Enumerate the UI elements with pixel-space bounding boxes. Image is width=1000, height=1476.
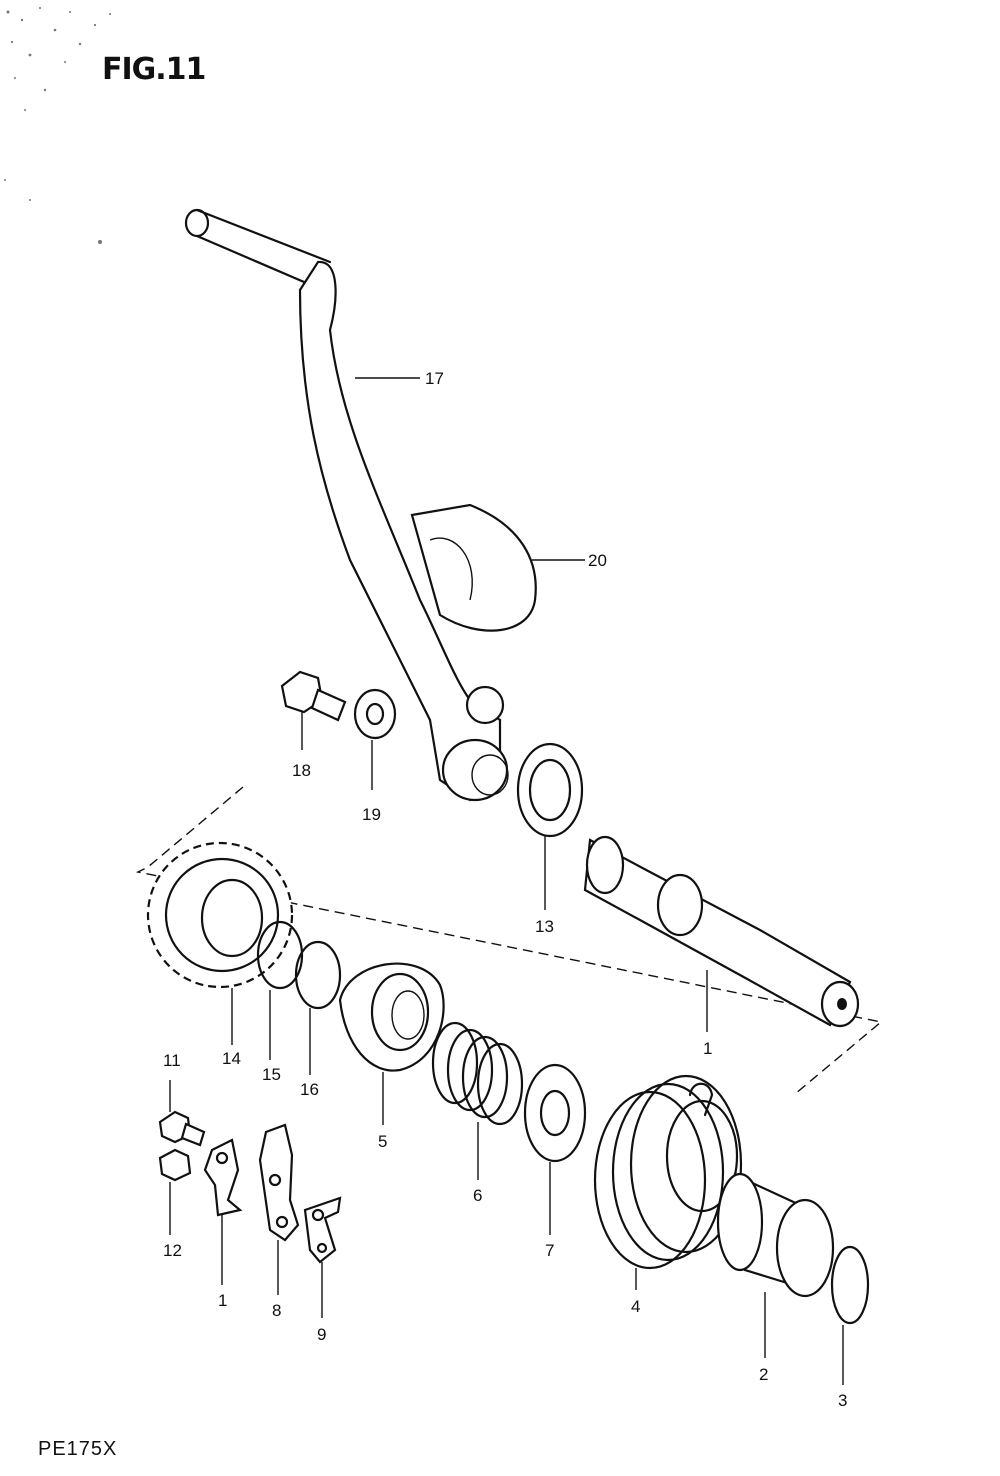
callout-14: 14 <box>222 1049 241 1068</box>
callout-8: 8 <box>272 1301 282 1320</box>
callout-19: 19 <box>362 805 381 824</box>
circlips-15-16 <box>256 920 342 1010</box>
kick-starter-shaft <box>583 835 860 1028</box>
oil-seal-13 <box>516 742 584 838</box>
callout-12: 12 <box>163 1241 182 1260</box>
ratchet-5 <box>338 962 445 1072</box>
washer-7 <box>523 1063 587 1163</box>
ratchet-spring-6 <box>431 1021 524 1126</box>
callout-13: 13 <box>535 917 554 936</box>
scan-noise <box>4 7 111 244</box>
lever-boot <box>410 503 537 632</box>
callout-11: 11 <box>163 1051 181 1070</box>
circlip-3 <box>830 1245 870 1325</box>
guide-plate-8 <box>258 1123 300 1242</box>
washer-19 <box>353 688 397 740</box>
kick-gear-14 <box>146 841 294 989</box>
callout-20: 20 <box>588 551 607 570</box>
callout-1-plate: 1 <box>218 1291 228 1310</box>
callout-6: 6 <box>473 1186 483 1205</box>
bolts-11-12 <box>158 1110 206 1182</box>
callout-7: 7 <box>545 1241 555 1260</box>
callout-9: 9 <box>317 1325 327 1344</box>
callout-2: 2 <box>759 1365 769 1384</box>
model-code: PE175X <box>38 1438 118 1460</box>
stopper-9 <box>303 1196 342 1264</box>
callout-16: 16 <box>300 1080 319 1099</box>
spring-guide-2 <box>716 1172 835 1298</box>
callout-4: 4 <box>631 1297 641 1316</box>
callout-3: 3 <box>838 1391 848 1410</box>
callout-15: 15 <box>262 1065 281 1084</box>
kick-starter-lever <box>184 208 509 802</box>
bolt-18 <box>280 670 347 722</box>
callout-1-shaft: 1 <box>703 1039 713 1058</box>
leader-lines <box>169 377 844 1385</box>
return-spring-4 <box>593 1074 743 1270</box>
callout-17: 17 <box>425 369 444 388</box>
assembly-outline <box>135 786 883 1095</box>
callout-18: 18 <box>292 761 311 780</box>
figure-title: FIG.11 <box>102 52 206 87</box>
stopper-plate-1 <box>203 1138 243 1217</box>
callout-5: 5 <box>378 1132 388 1151</box>
